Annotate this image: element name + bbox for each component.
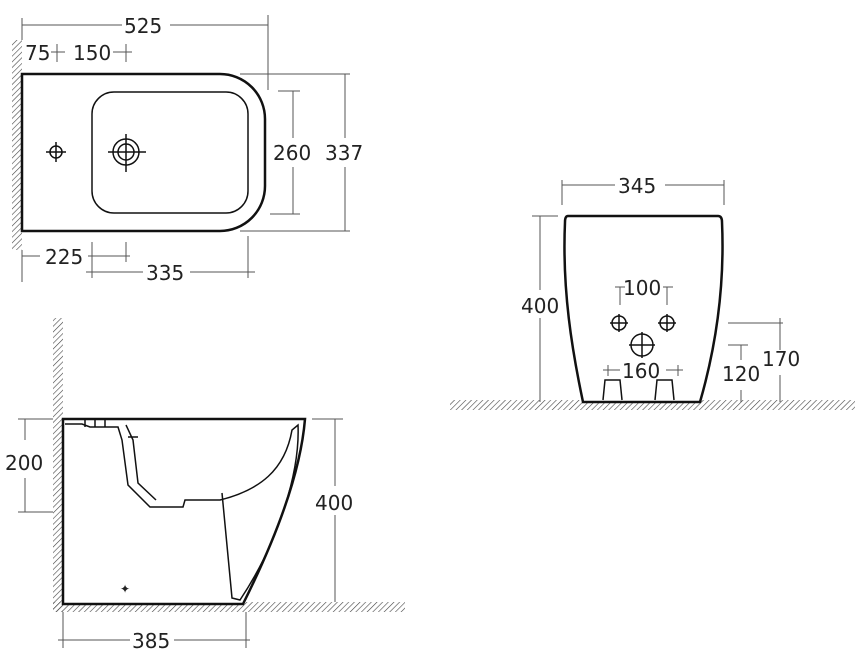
dim-overall-length: 525 (124, 14, 162, 38)
dim-wall-inlet-height: 200 (5, 451, 43, 475)
dim-front-width: 345 (618, 174, 656, 198)
dim-depth: 385 (132, 629, 170, 653)
marker-icon: ✦ (120, 582, 130, 596)
dim-bowl-length: 335 (146, 261, 184, 285)
dim-wall-to-bowl: 225 (45, 245, 83, 269)
inlet-section (84, 419, 157, 501)
bowl-section (65, 423, 299, 601)
dim-overall-width: 337 (325, 141, 363, 165)
drain-icon (108, 134, 146, 172)
dim-wall-to-tap: 75 (25, 41, 50, 65)
inlet-hole-right-icon (658, 314, 676, 332)
front-view: 345 400 100 160 120 170 (450, 174, 855, 410)
drain-hole-icon (629, 332, 655, 358)
bidet-side-outline (61, 417, 307, 606)
tap-hole-icon (46, 142, 66, 162)
dim-tap-to-drain: 150 (73, 41, 111, 65)
dim-inlet-spacing: 100 (623, 276, 661, 300)
inlet-hole-left-icon (610, 314, 628, 332)
fixing-brackets (602, 379, 675, 401)
top-view: 525 75 150 260 337 225 335 (12, 14, 363, 285)
dim-inlet-height: 170 (762, 347, 800, 371)
side-view: ✦ 200 400 385 (5, 318, 405, 653)
wall-hatch (53, 318, 63, 612)
dim-bowl-width: 260 (273, 141, 311, 165)
bidet-front-outline (563, 214, 724, 404)
dim-drain-height: 120 (722, 362, 760, 386)
dim-front-height: 400 (521, 294, 559, 318)
dim-fixing-spacing: 160 (622, 359, 660, 383)
floor-hatch (53, 602, 405, 612)
floor-hatch (450, 400, 855, 410)
bowl-outline (91, 91, 249, 214)
wall-hatch (12, 40, 22, 250)
dim-side-height: 400 (315, 491, 353, 515)
